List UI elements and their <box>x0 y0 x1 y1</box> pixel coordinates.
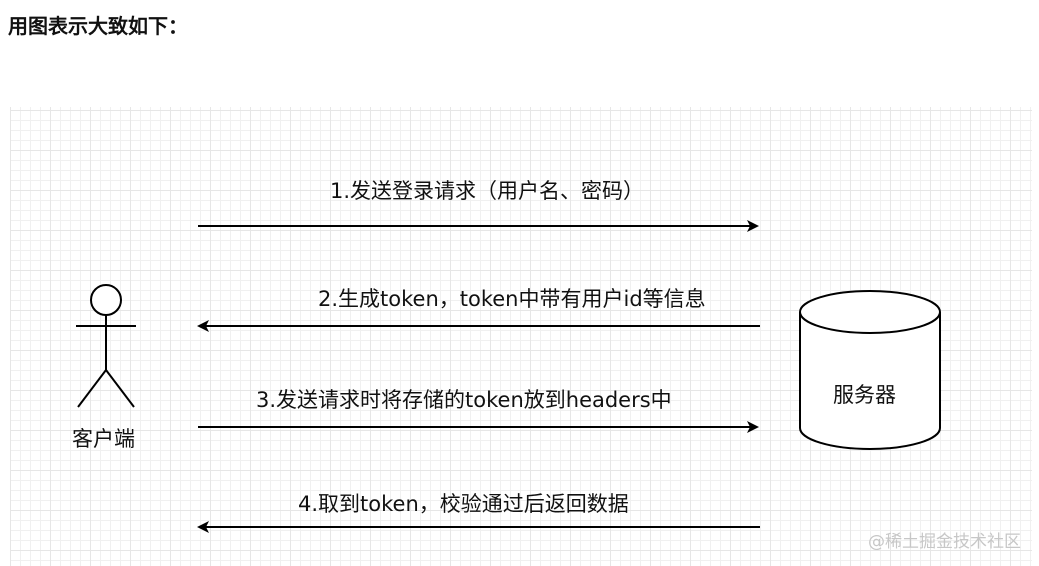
client-stick-figure-icon <box>76 284 136 408</box>
watermark: @稀土掘金技术社区 <box>868 532 1021 552</box>
message-label-3: 3.发送请求时将存储的token放到headers中 <box>256 388 672 412</box>
client-label: 客户端 <box>72 427 135 451</box>
server-label: 服务器 <box>833 383 896 407</box>
page-heading: 用图表示大致如下： <box>8 14 188 38</box>
server-database-icon <box>799 290 941 450</box>
message-label-2: 2.生成token，token中带有用户id等信息 <box>318 287 706 311</box>
message-label-4: 4.取到token，校验通过后返回数据 <box>298 492 629 516</box>
message-label-1: 1.发送登录请求（用户名、密码） <box>330 179 645 203</box>
